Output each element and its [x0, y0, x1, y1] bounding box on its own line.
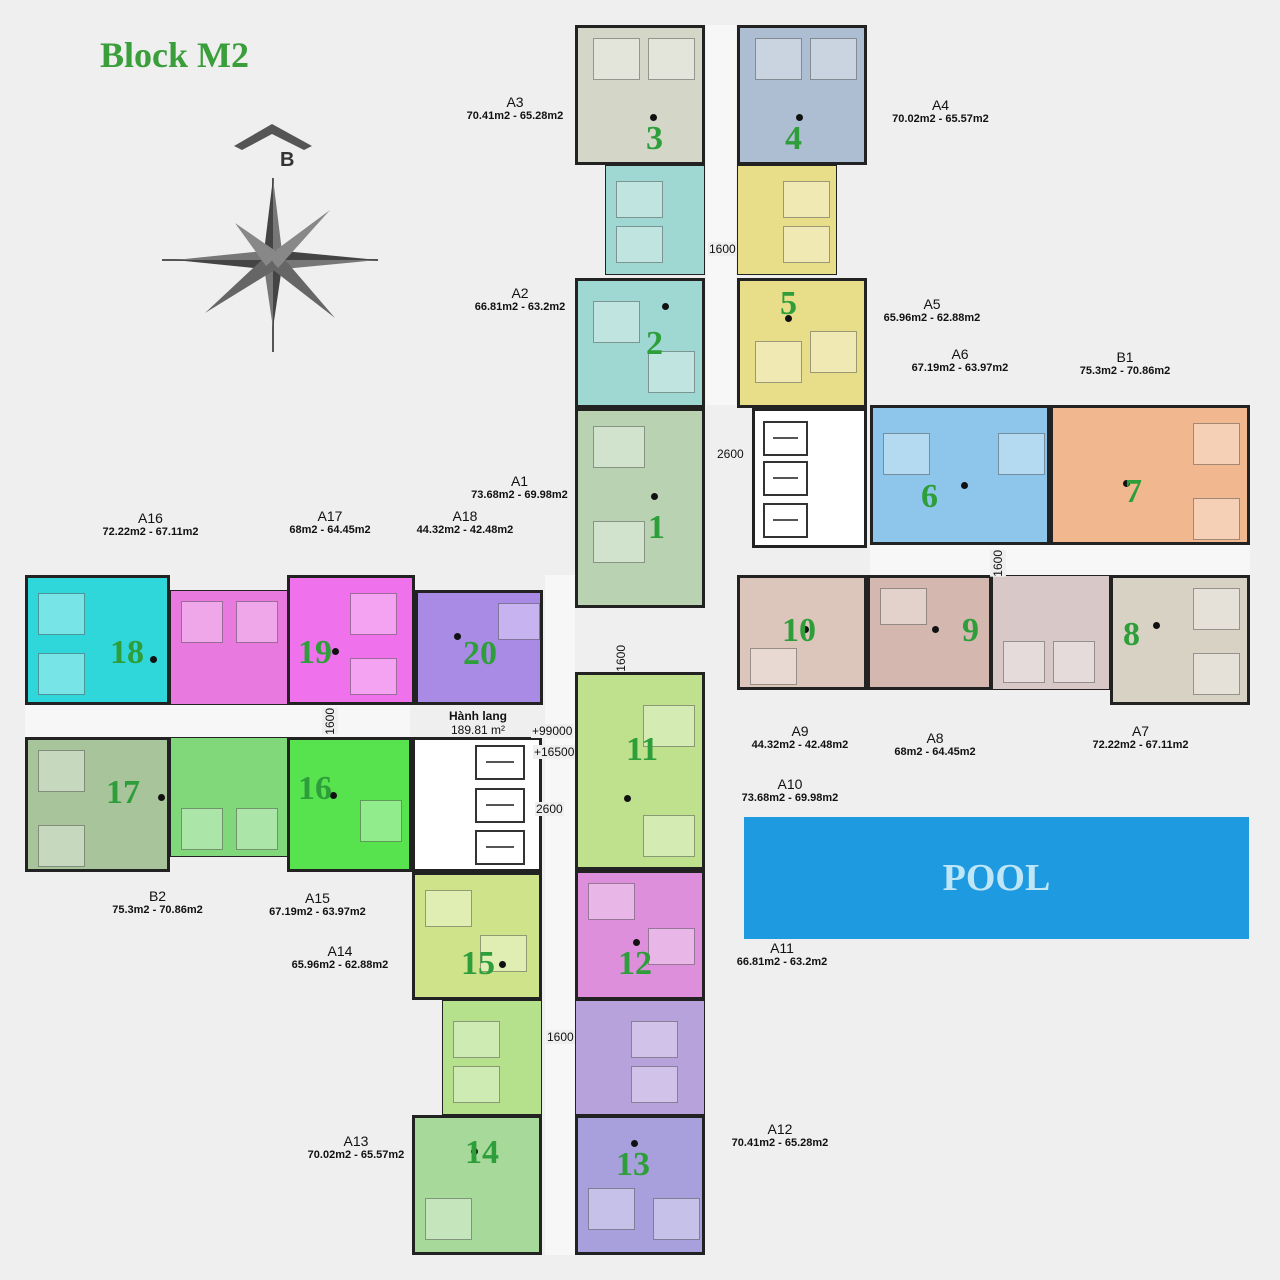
plan-title: Block M2 — [100, 35, 249, 75]
dimension-east: 1600 — [990, 550, 1006, 577]
unit-7[interactable]: 7 — [1050, 405, 1250, 545]
unit-number: 2 — [646, 325, 663, 362]
unit-1[interactable]: 1 — [575, 408, 705, 608]
unit-13[interactable]: 13 — [575, 1115, 705, 1255]
unit-15[interactable]: 15 — [412, 872, 542, 1000]
unit-number: 17 — [106, 774, 140, 811]
unit-number: 20 — [463, 635, 497, 672]
unit-3[interactable]: 3 — [575, 25, 705, 165]
unit-4[interactable]: 4 — [737, 25, 867, 165]
unit-12[interactable]: 12 — [575, 870, 705, 1000]
level-bottom: +16500 — [533, 745, 576, 759]
pool-label: POOL — [942, 857, 1051, 899]
corridor-central — [545, 575, 575, 1255]
unit-a3-corridor-block — [605, 165, 705, 275]
compass-north-label: B — [280, 149, 294, 171]
unit-a15-extension — [170, 737, 290, 857]
unit-20[interactable]: 20 — [415, 590, 543, 705]
corridor-west — [25, 705, 410, 737]
unit-number: 19 — [298, 634, 332, 671]
compass-icon: B — [162, 124, 378, 352]
unit-a14-corridor-block — [442, 1000, 542, 1115]
unit-number: 16 — [298, 770, 332, 807]
unit-14[interactable]: 14 — [412, 1115, 542, 1255]
unit-2[interactable]: 2 — [575, 278, 705, 408]
unit-number: 15 — [461, 945, 495, 982]
corridor-east — [870, 545, 1250, 575]
pool: POOL — [744, 817, 1249, 939]
unit-number: 4 — [785, 120, 802, 157]
unit-number: 18 — [110, 634, 144, 671]
unit-10[interactable]: 10 — [737, 575, 867, 690]
level-top: +99000 — [531, 724, 574, 738]
unit-9[interactable]: 9 — [867, 575, 992, 690]
unit-a16-extension — [170, 590, 290, 705]
unit-a11-corridor-block — [575, 1000, 705, 1115]
unit-18[interactable]: 18 — [25, 575, 170, 705]
unit-number: 3 — [646, 120, 663, 157]
unit-number: 12 — [618, 945, 652, 982]
unit-number: 6 — [921, 478, 938, 515]
unit-number: 7 — [1125, 473, 1142, 510]
unit-number: 1 — [648, 509, 665, 546]
unit-number: 9 — [962, 612, 979, 649]
unit-number: 5 — [780, 285, 797, 322]
unit-16[interactable]: 16 — [287, 737, 412, 872]
dimension-south: 1600 — [546, 1030, 575, 1044]
dimension-west: 1600 — [322, 708, 338, 735]
unit-8[interactable]: 8 — [1110, 575, 1250, 705]
unit-a8-extension — [992, 575, 1110, 690]
unit-number: 8 — [1123, 616, 1140, 653]
unit-a4-corridor-block — [737, 165, 837, 275]
unit-17[interactable]: 17 — [25, 737, 170, 872]
unit-5[interactable]: 5 — [737, 278, 867, 408]
unit-number: 14 — [465, 1134, 499, 1171]
dimension-northeast: 2600 — [716, 447, 745, 461]
corridor-north — [706, 25, 736, 405]
dimension-center-core: 2600 — [535, 802, 564, 816]
dimension-center: 1600 — [613, 645, 629, 672]
unit-number: 13 — [616, 1146, 650, 1183]
dimension-north: 1600 — [708, 242, 737, 256]
unit-number: 10 — [782, 612, 816, 649]
unit-number: 11 — [626, 731, 659, 768]
unit-19[interactable]: 19 — [287, 575, 415, 705]
unit-11[interactable]: 11 — [575, 672, 705, 870]
unit-6[interactable]: 6 — [870, 405, 1050, 545]
core-center — [412, 737, 542, 872]
core-northeast — [752, 408, 867, 548]
